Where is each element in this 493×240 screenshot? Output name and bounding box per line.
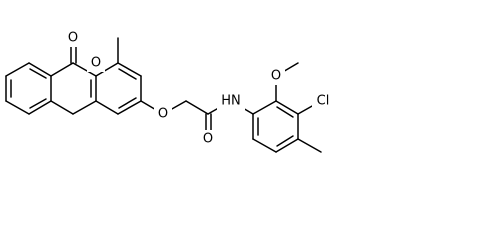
- bond: [275, 138, 299, 153]
- carbonyl-oxygen-label: O: [68, 31, 78, 46]
- bond: [185, 100, 209, 115]
- bond: [50, 100, 74, 115]
- bond: [29, 68, 47, 79]
- bond: [29, 98, 47, 109]
- bond: [72, 62, 97, 77]
- bond: [117, 62, 142, 77]
- bond: [252, 100, 277, 115]
- chlorine-label: Cl: [317, 94, 330, 109]
- bond: [28, 100, 52, 115]
- chemical-structure-diagram: O O O O HN O Cl: [5, 29, 334, 153]
- methoxy-oxygen-label: O: [271, 69, 281, 84]
- amide-oxygen-label: O: [203, 132, 213, 147]
- bonds: [5, 37, 322, 153]
- bond: [276, 106, 294, 118]
- bond: [275, 100, 299, 115]
- bond: [95, 62, 119, 77]
- bond: [28, 62, 52, 77]
- bond: [118, 68, 137, 80]
- bond: [117, 100, 142, 115]
- bond: [72, 100, 97, 115]
- ether-oxygen-label: O: [158, 107, 168, 122]
- atom-labels: O O O O HN O Cl: [64, 29, 334, 148]
- ring-oxygen-label: O: [91, 56, 101, 71]
- bond: [118, 97, 137, 109]
- bond: [5, 62, 30, 77]
- bond: [252, 138, 277, 153]
- bond: [50, 62, 74, 77]
- bond: [5, 100, 30, 115]
- bond: [276, 135, 294, 147]
- bond: [95, 100, 119, 115]
- bond: [297, 138, 322, 153]
- amide-nitrogen-label: HN: [221, 94, 241, 109]
